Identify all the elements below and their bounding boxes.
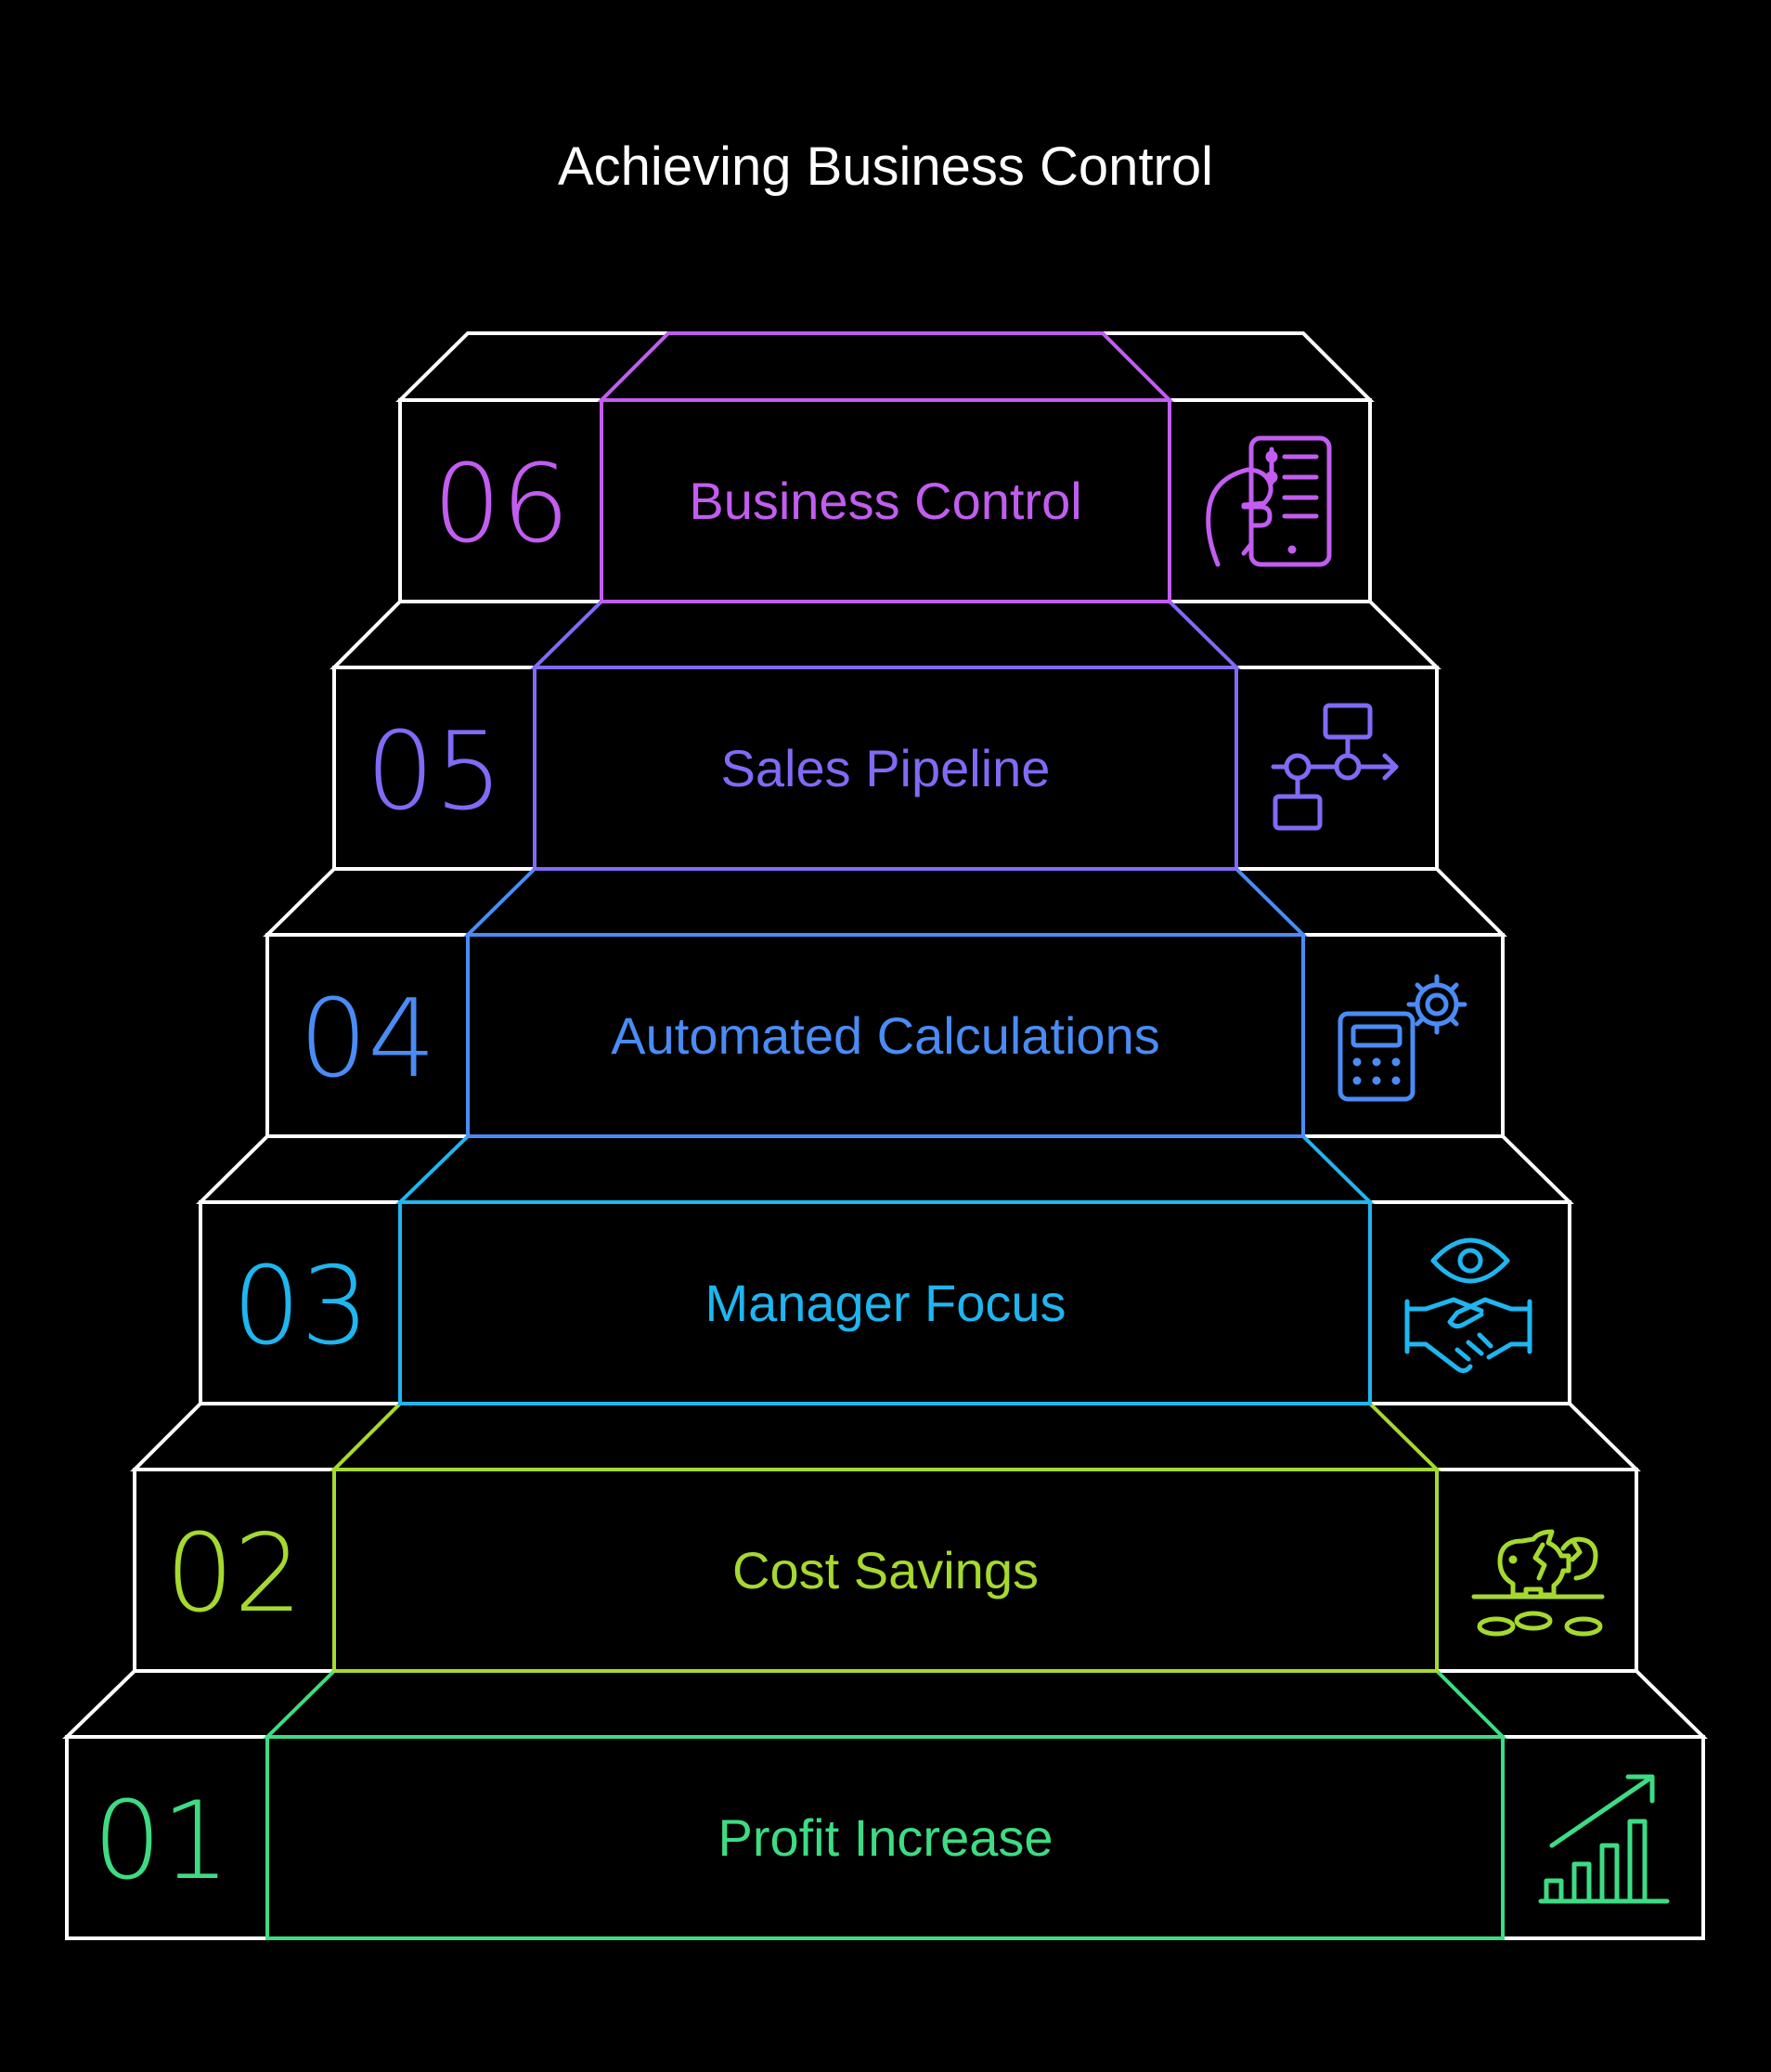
broken-piggy-bank-icon [1471, 1529, 1605, 1637]
step-02-inner-front [332, 1468, 1439, 1673]
step-01-inner-front [265, 1735, 1505, 1940]
step-03-inner-top [395, 1134, 1375, 1204]
step-04-inner-front [466, 933, 1305, 1138]
step-05-inner-front [533, 666, 1238, 871]
eye-handshake-icon [1404, 1237, 1532, 1374]
outer-step-05-top [330, 600, 1441, 669]
step-04 [463, 867, 1308, 1138]
step-05 [530, 600, 1241, 871]
calculator-gear-icon [1338, 974, 1467, 1102]
flowchart-icon [1271, 703, 1399, 831]
step-03-label: Manager Focus [705, 1274, 1066, 1332]
step-01-label: Profit Increase [717, 1808, 1053, 1867]
step-03 [395, 1134, 1375, 1405]
diagram-title: Achieving Business Control [558, 136, 1213, 197]
outer-step-06-top [395, 331, 1375, 402]
step-01 [263, 1669, 1507, 1940]
step-05-label: Sales Pipeline [721, 739, 1051, 797]
step-01-number: 01 [93, 1779, 230, 1904]
step-04-label: Automated Calculations [611, 1006, 1159, 1065]
step-02-label: Cost Savings [732, 1541, 1039, 1599]
step-02-number: 02 [165, 1511, 303, 1637]
step-02 [330, 1402, 1441, 1673]
step-03-inner-front [398, 1200, 1372, 1405]
step-04-inner-top [463, 867, 1308, 937]
step-06-inner-front [600, 398, 1171, 603]
outer-step-02-top [130, 1402, 1641, 1471]
step-06-inner-top [597, 331, 1174, 402]
step-06 [597, 331, 1174, 603]
step-04-number: 04 [299, 977, 436, 1102]
person-phone-checklist-icon [1206, 435, 1332, 567]
outer-step-01-top [62, 1669, 1708, 1739]
step-06-number: 06 [433, 442, 570, 567]
step-01-inner-top [263, 1669, 1507, 1739]
step-05-number: 05 [366, 709, 503, 835]
step-03-number: 03 [232, 1244, 369, 1369]
outer-step-03-top [196, 1134, 1574, 1204]
growth-chart-icon [1538, 1774, 1670, 1904]
step-05-inner-top [530, 600, 1241, 669]
outer-step-04-top [263, 867, 1507, 937]
step-06-label: Business Control [689, 472, 1081, 530]
step-02-inner-top [330, 1402, 1441, 1471]
